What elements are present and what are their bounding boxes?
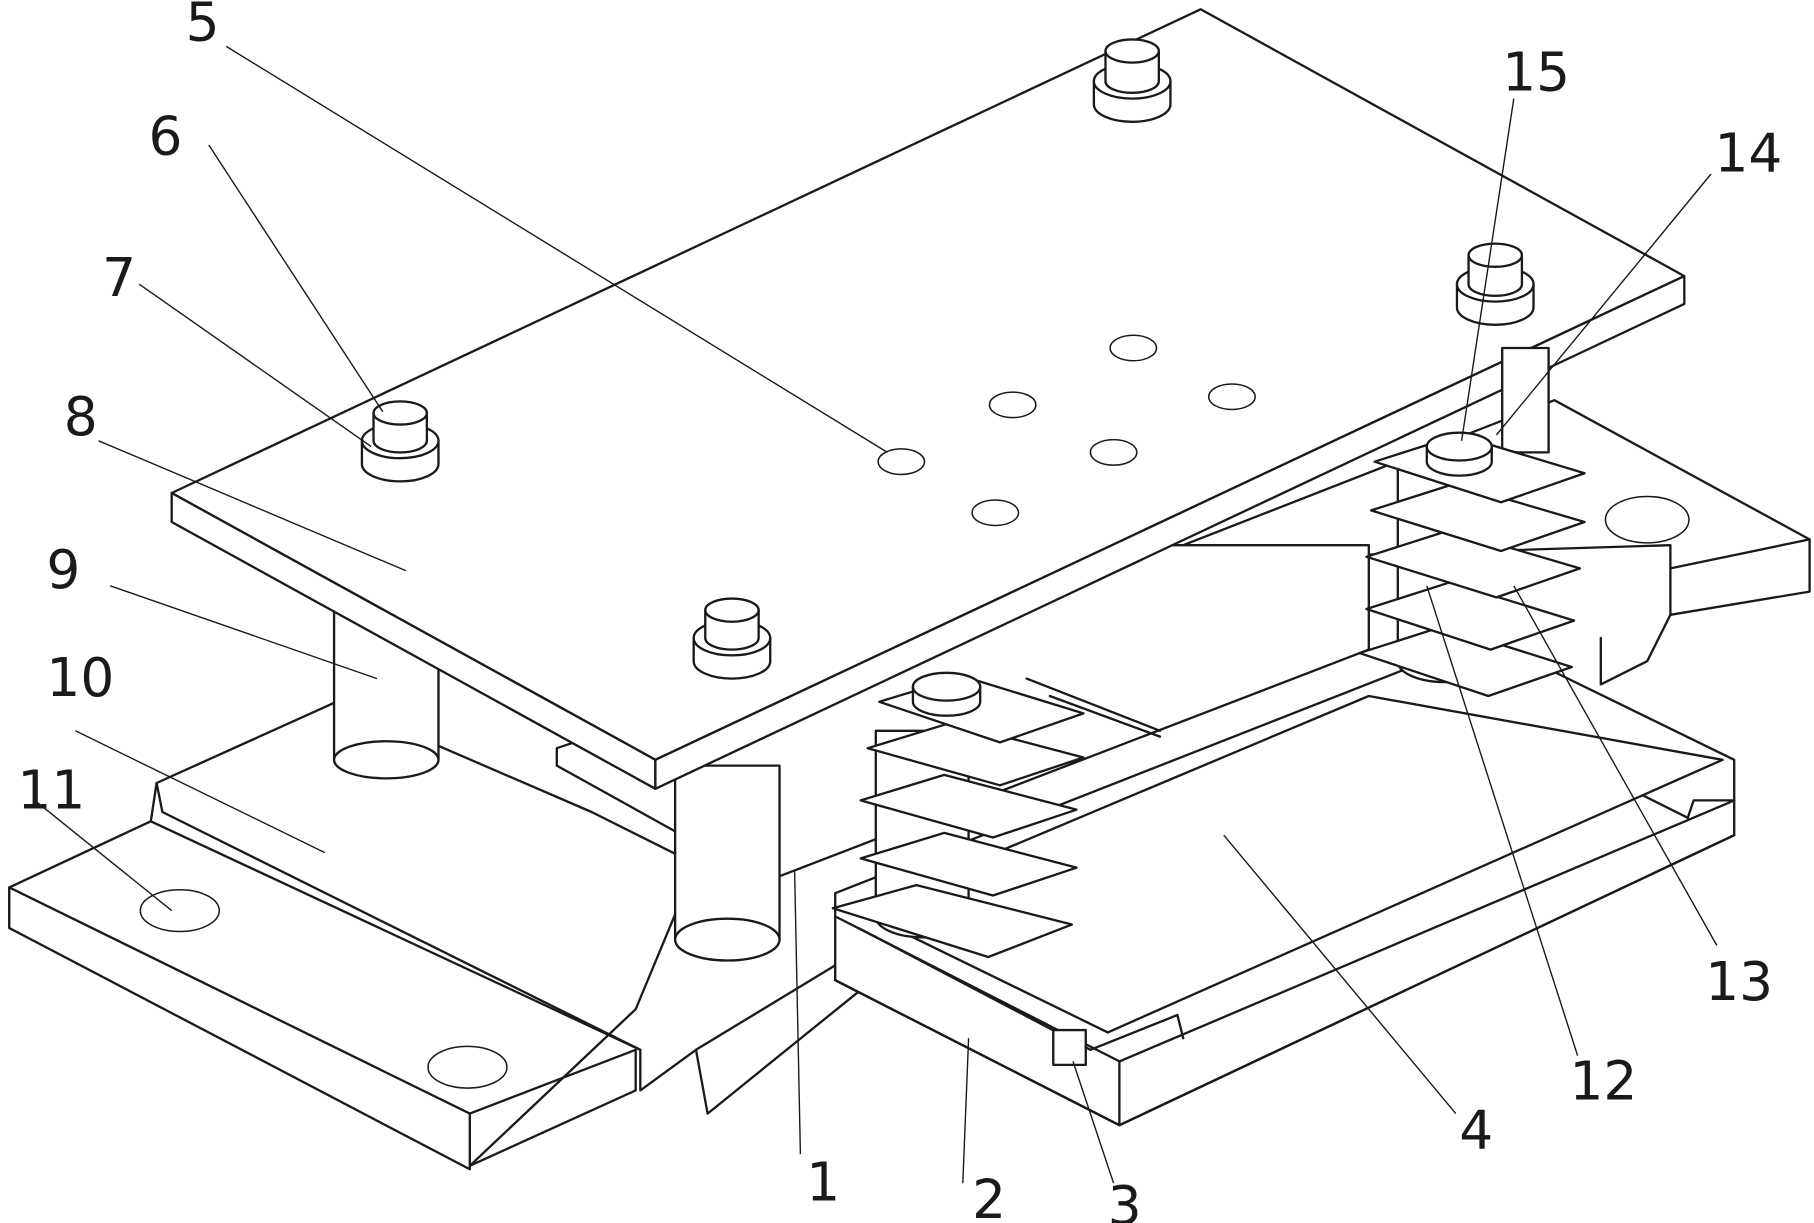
callout-15: 15 — [1502, 40, 1570, 103]
callout-5: 5 — [186, 0, 220, 54]
callout-8: 8 — [64, 385, 98, 448]
bolt — [362, 401, 439, 481]
callout-7: 7 — [102, 246, 136, 309]
stop-block — [1053, 1030, 1085, 1065]
callout-11: 11 — [17, 759, 85, 822]
callout-2: 2 — [972, 1168, 1006, 1223]
support-column — [675, 766, 779, 961]
callout-13: 13 — [1705, 950, 1773, 1013]
bolt — [694, 599, 771, 679]
callout-14: 14 — [1714, 122, 1782, 185]
callout-1: 1 — [806, 1151, 840, 1214]
bolt — [1094, 39, 1171, 121]
callout-12: 12 — [1569, 1050, 1637, 1113]
bolt — [1457, 244, 1534, 325]
callout-4: 4 — [1459, 1098, 1493, 1161]
callout-10: 10 — [46, 646, 114, 709]
callout-3: 3 — [1108, 1174, 1142, 1223]
callout-6: 6 — [148, 104, 182, 167]
callout-9: 9 — [46, 538, 80, 601]
